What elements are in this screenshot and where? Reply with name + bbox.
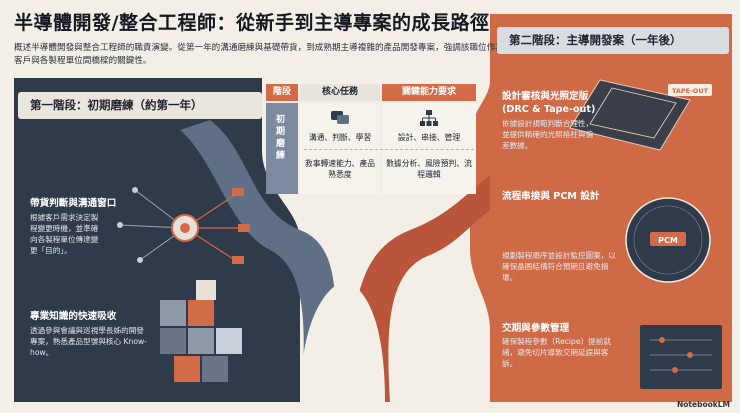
pcm-label: PCM — [658, 236, 678, 245]
table-skills-cell: 設計、串接、管理 — [397, 133, 461, 142]
comparison-table: 階段 核心任務 關鍵能力要求 初期磨練 溝通、判斷、學習 設計、串接、管理 救事… — [266, 84, 476, 194]
stage2-section2-body: 規劃製程順序並設計監控圖案，以確保晶圓結構符合預期且避免損壞。 — [502, 251, 616, 282]
network-hub-diagram — [117, 187, 250, 264]
stage1-section1-title: 帶貨判斷與溝通窗口 — [30, 198, 117, 209]
page-title: 半導體開發/整合工程師：從新手到主導專案的成長路徑 — [14, 12, 490, 34]
recipe-grid-diagram — [640, 325, 722, 389]
table-row-label-cell — [266, 103, 298, 194]
table-tasks-cell: 溝通、判斷、學習 — [308, 133, 372, 142]
table-row-label: 初期磨練 — [276, 115, 286, 161]
stage2-section3-body: 確保製程參數（Recipe）提前就緒，避免切片導致交期延誤與客訴。 — [502, 337, 611, 368]
stage1-label: 第一階段：初期磨練（約第一年） — [18, 92, 262, 119]
table-divider — [304, 149, 474, 150]
stage1-section1-body: 根據客戶需求決定製程變更時機，並準確向各製程單位傳達變更「目的」。 — [30, 213, 99, 255]
stage1-section2-body: 透過參與會議與巡視學長姊的開發專案，熟悉產品型號與核心 Know-how。 — [30, 326, 147, 357]
tape-out-chip-diagram: TAPE-OUT — [569, 79, 712, 151]
table-task-growth-cell: 救事轉速能力、產品熟悉度 — [304, 159, 376, 179]
brand-logo: NotebookLM — [676, 400, 730, 409]
stage2-section2-title: 流程串接與 PCM 設計 — [502, 191, 600, 202]
table-header-skills: 關鍵能力要求 — [382, 84, 476, 101]
table-skill-growth-cell: 數據分析、風險預判、流程邏輯 — [386, 159, 472, 179]
middle-gap — [300, 280, 385, 402]
stage2-section3-title: 交期與參數管理 — [502, 323, 570, 334]
knowledge-cubes-diagram — [160, 280, 242, 382]
org-chart-icon — [420, 110, 438, 126]
page-subtitle: 概述半導體開發與整合工程師的職責演變。從第一年的溝通磨練與基礎帶貨，到成熟期主導… — [14, 43, 504, 66]
table-header-stage: 階段 — [266, 84, 298, 101]
stage2-label: 第二階段：主導開發案（一年後） — [497, 27, 729, 54]
pcm-wafer-diagram: PCM — [625, 197, 711, 283]
table-header-tasks: 核心任務 — [300, 84, 380, 101]
stage2-section1-title: 設計審核與光照定版 (DRC & Tape-out) — [502, 91, 596, 115]
tape-out-label: TAPE-OUT — [672, 87, 709, 95]
stage1-section2-title: 專業知識的快速吸收 — [30, 311, 117, 322]
chat-icon — [331, 111, 349, 124]
stage2-section1-body: 依據設計規範判斷合理性，並提供精確的光照格柱與偏差數據。 — [502, 119, 594, 150]
orange-path — [350, 175, 490, 402]
